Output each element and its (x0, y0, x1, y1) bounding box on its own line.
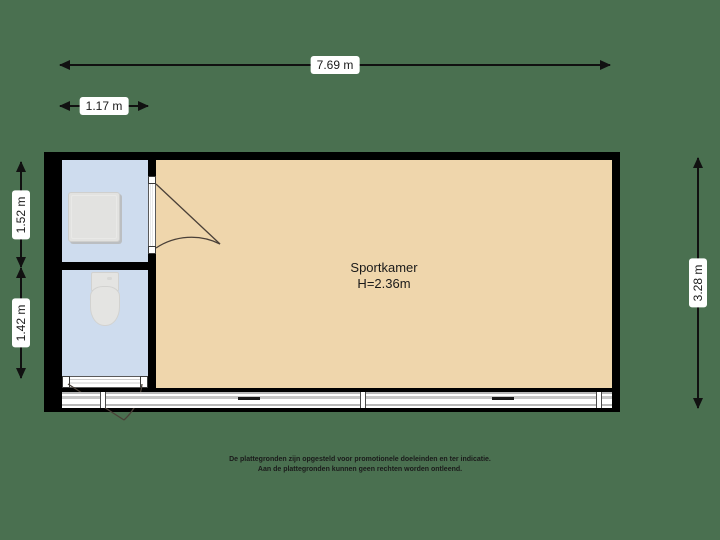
glazing-pane (62, 396, 612, 399)
bathroom-door-jamb-bottom (148, 246, 156, 254)
dimension-label-bathroom-width: 1.17 m (79, 97, 129, 115)
glazing-handle[interactable] (492, 397, 514, 400)
wall-partition-horizontal (62, 262, 156, 270)
arrow-right-icon (138, 101, 149, 111)
room-sportkamer (156, 160, 612, 388)
dimension-label-overall-depth: 3.28 m (689, 258, 707, 308)
disclaimer-line-1: De plattegronden zijn opgesteld voor pro… (229, 456, 491, 463)
bathroom-door-jamb-top (148, 176, 156, 184)
wall-partition-vertical (148, 152, 156, 388)
toilet-door-leaf[interactable] (70, 376, 140, 388)
dimension-overall-depth: 3.28 m (688, 157, 708, 409)
bathroom-door-leaf[interactable] (148, 184, 156, 246)
arrow-down-icon (16, 368, 26, 379)
toilet-flush-button (107, 277, 112, 280)
room-label-sportkamer: Sportkamer H=2.36m (350, 260, 417, 292)
wall-top (44, 152, 620, 160)
sliding-glazing-icon[interactable] (62, 392, 612, 408)
building-outline: Sportkamer H=2.36m (44, 152, 620, 421)
disclaimer-text: De plattegronden zijn opgesteld voor pro… (0, 455, 720, 475)
toilet-icon (86, 272, 122, 328)
glazing-mullion (360, 392, 366, 408)
shower-tray-icon (68, 192, 120, 242)
dimension-toilet-depth: 1.42 m (11, 267, 31, 379)
toilet-door-jamb-right (140, 376, 148, 388)
room-label-name: Sportkamer (350, 260, 418, 275)
wall-left (44, 152, 62, 412)
arrow-up-icon (16, 267, 26, 278)
dimension-label-overall-width: 7.69 m (310, 56, 360, 74)
arrow-right-icon (600, 60, 611, 70)
room-label-height: H=2.36m (357, 276, 411, 291)
arrow-up-icon (16, 161, 26, 172)
glazing-mullion (596, 392, 602, 408)
glazing-frame-bottom (62, 404, 612, 406)
arrow-down-icon (693, 398, 703, 409)
wall-right (612, 152, 620, 412)
glazing-handle[interactable] (238, 397, 260, 400)
arrow-left-icon (59, 101, 70, 111)
arrow-up-icon (693, 157, 703, 168)
dimension-label-bathroom-depth: 1.52 m (12, 190, 30, 239)
glazing-mullion (100, 392, 106, 408)
glazing-frame-top (62, 392, 612, 394)
arrow-left-icon (59, 60, 70, 70)
dimension-overall-width: 7.69 m (59, 55, 611, 75)
toilet-bowl (90, 286, 120, 326)
toilet-door-jamb-left (62, 376, 70, 388)
bathroom-door-swing-arc (155, 183, 221, 249)
dimension-bathroom-width: 1.17 m (59, 96, 149, 116)
dimension-bathroom-depth: 1.52 m (11, 161, 31, 268)
arrow-down-icon (16, 257, 26, 268)
disclaimer-line-2: Aan de plattegronden kunnen geen rechten… (257, 466, 463, 473)
dimension-label-toilet-depth: 1.42 m (12, 298, 30, 348)
shower-tray-inner (71, 195, 117, 239)
